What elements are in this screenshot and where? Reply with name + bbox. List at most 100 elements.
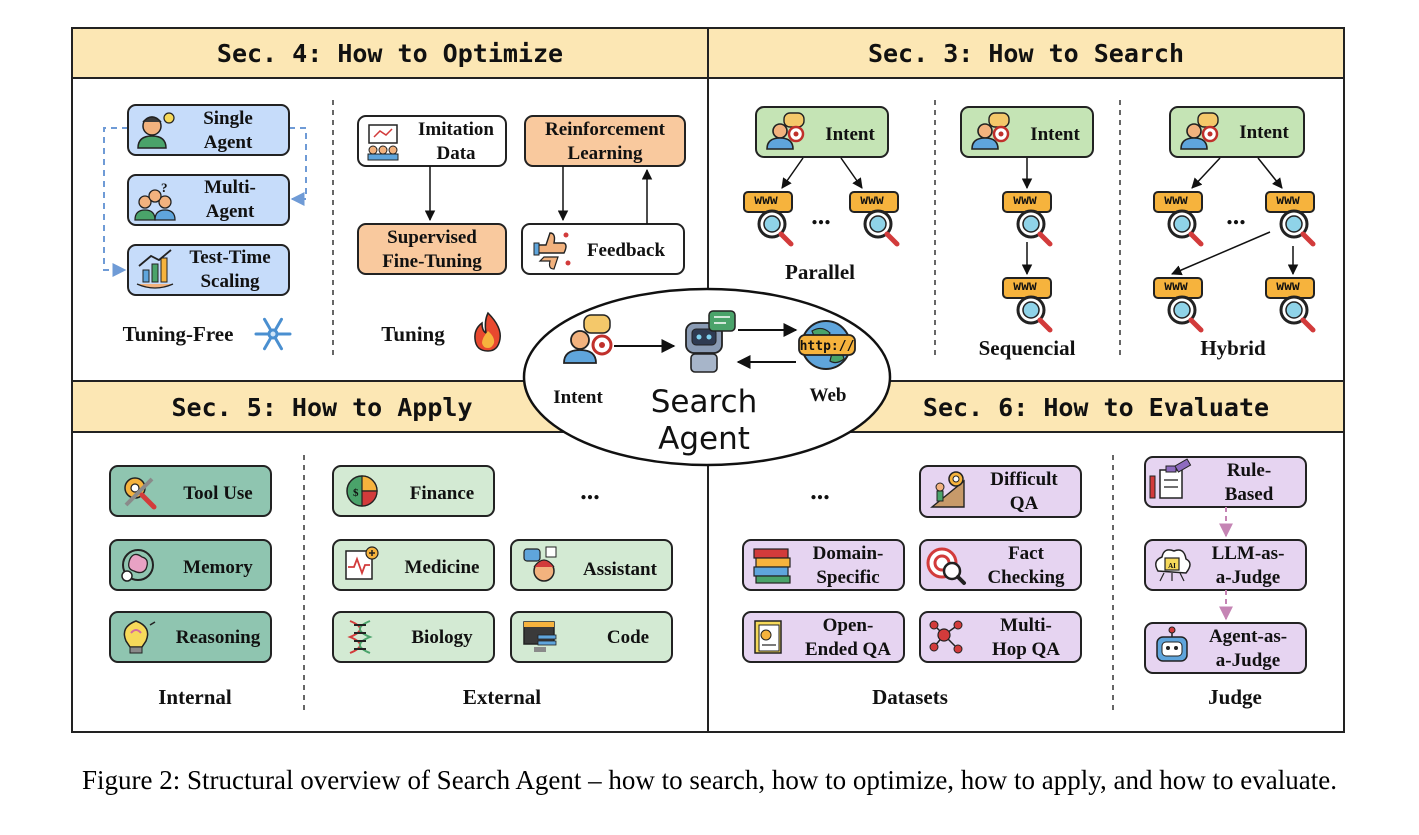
robot-agent-icon [685, 310, 736, 373]
web-globe-icon: http:// [798, 320, 856, 370]
difficult-line2: QA [1010, 493, 1039, 514]
www-text: www [1164, 279, 1188, 294]
sequential-group: Intent www www Sequencial [960, 106, 1094, 360]
clipboard-gavel-icon [1149, 458, 1192, 499]
presentation-icon [367, 124, 399, 161]
fire-icon [474, 311, 501, 352]
scaling-chart-icon [136, 249, 174, 289]
rl-line2: Learning [568, 143, 643, 164]
test-time-line1: Test-Time [189, 247, 270, 268]
www-text: www [754, 193, 778, 208]
www-text: www [1164, 193, 1188, 208]
parallel-group: Intent www www ... Parallel [744, 106, 898, 284]
center-intent-label: Intent [553, 387, 603, 408]
imitation-line1: Imitation [418, 119, 494, 140]
multi-agent-line1: Multi- [204, 177, 256, 198]
single-agent-icon [137, 112, 175, 149]
biology-label: Biology [411, 627, 473, 648]
sequential-label: Sequencial [979, 336, 1076, 360]
www-text: www [1013, 279, 1037, 294]
lightbulb-brain-icon [123, 620, 156, 654]
parallel-intent-label: Intent [825, 124, 875, 145]
judge-group: Rule- Based AI LLM-as- a-Judge Agent-as-… [1144, 456, 1307, 709]
target-search-icon [926, 547, 966, 585]
search-agent-title-line1: Search [651, 384, 758, 420]
datasets-ellipsis: ... [810, 476, 830, 505]
rule-line1: Rule- [1227, 460, 1271, 481]
climbing-gear-icon [930, 471, 965, 508]
tuning-free-group: Single Agent ? Multi- Agent Test-Time Sc… [103, 104, 307, 351]
agent-judge-line1: Agent-as- [1209, 626, 1287, 647]
test-time-scaling-box [127, 244, 290, 296]
tuning-free-label: Tuning-Free [123, 322, 234, 346]
domain-line1: Domain- [813, 543, 884, 564]
memory-icon [121, 549, 154, 582]
domain-line2: Specific [816, 567, 879, 588]
hybrid-group: Intent www www ... www www Hybrid [1154, 106, 1314, 360]
hybrid-label: Hybrid [1200, 336, 1266, 360]
medical-chart-icon [345, 546, 379, 580]
external-label: External [463, 685, 541, 709]
http-text: http:// [800, 339, 855, 354]
header-apply: Sec. 5: How to Apply [171, 393, 472, 422]
llm-line1: LLM-as- [1212, 543, 1285, 564]
single-agent-line1: Single [203, 108, 253, 129]
reasoning-label: Reasoning [176, 627, 261, 648]
multi-agent-icon: ? [134, 180, 176, 221]
medicine-label: Medicine [405, 557, 480, 578]
feedback-box [521, 223, 685, 275]
imitation-line2: Data [436, 143, 476, 164]
tool-use-label: Tool Use [183, 483, 253, 504]
internal-group: Tool Use Memory Reasoning Internal [109, 465, 272, 709]
tuning-label: Tuning [381, 322, 445, 346]
parallel-ellipsis: ... [811, 201, 831, 230]
code-monitor-icon [523, 621, 557, 652]
agent-as-a-judge-box [1144, 622, 1307, 674]
rl-line1: Reinforcement [545, 119, 666, 140]
network-nodes-icon [929, 620, 963, 654]
open-line2: Ended QA [805, 639, 891, 660]
memory-box [109, 539, 272, 591]
center-intent-icon [563, 314, 613, 364]
dna-icon [347, 620, 373, 654]
supervised-fine-tuning-box [357, 223, 507, 275]
external-group: $ Finance ... Medicine Assistant [332, 465, 673, 709]
sequential-intent-label: Intent [1030, 124, 1080, 145]
memory-label: Memory [183, 557, 253, 578]
hybrid-ellipsis: ... [1226, 201, 1246, 230]
difficult-line1: Difficult [990, 469, 1058, 490]
center-web-label: Web [810, 385, 847, 406]
feedback-label: Feedback [587, 240, 666, 261]
open-line1: Open- [823, 615, 874, 636]
snowflake-icon [254, 317, 292, 351]
multi-agent-line2: Agent [206, 201, 255, 222]
internal-label: Internal [158, 685, 232, 709]
rule-line2: Based [1225, 484, 1274, 505]
open-ended-qa-box [742, 611, 905, 663]
ai-chip-text: AI [1168, 562, 1176, 570]
agent-judge-line2: a-Judge [1216, 650, 1280, 671]
datasets-label: Datasets [872, 685, 948, 709]
finance-box [332, 465, 495, 517]
search-agent-title-line2: Agent [658, 421, 750, 457]
header-optimize: Sec. 4: How to Optimize [217, 39, 563, 68]
www-text: www [1276, 193, 1300, 208]
external-ellipsis: ... [580, 476, 600, 505]
finance-pie-icon: $ [346, 475, 378, 507]
svg-text:?: ? [161, 180, 168, 195]
assistant-label: Assistant [583, 559, 658, 580]
single-agent-line2: Agent [204, 132, 253, 153]
test-time-line2: Scaling [200, 271, 260, 292]
tools-icon [124, 477, 157, 510]
header-search: Sec. 3: How to Search [868, 39, 1184, 68]
robot-face-icon [1156, 626, 1188, 662]
tuning-group: Imitation Data Reinforcement Learning Su… [357, 115, 686, 352]
www-text: www [860, 193, 884, 208]
open-book-icon [754, 620, 782, 654]
svg-text:$: $ [353, 487, 359, 499]
llm-line2: a-Judge [1216, 567, 1280, 588]
assistant-icon [523, 546, 557, 582]
finance-label: Finance [410, 483, 474, 504]
search-agent-diagram: Sec. 4: How to Optimize Sec. 3: How to S… [71, 27, 1345, 733]
reinforcement-learning-box [524, 115, 686, 167]
